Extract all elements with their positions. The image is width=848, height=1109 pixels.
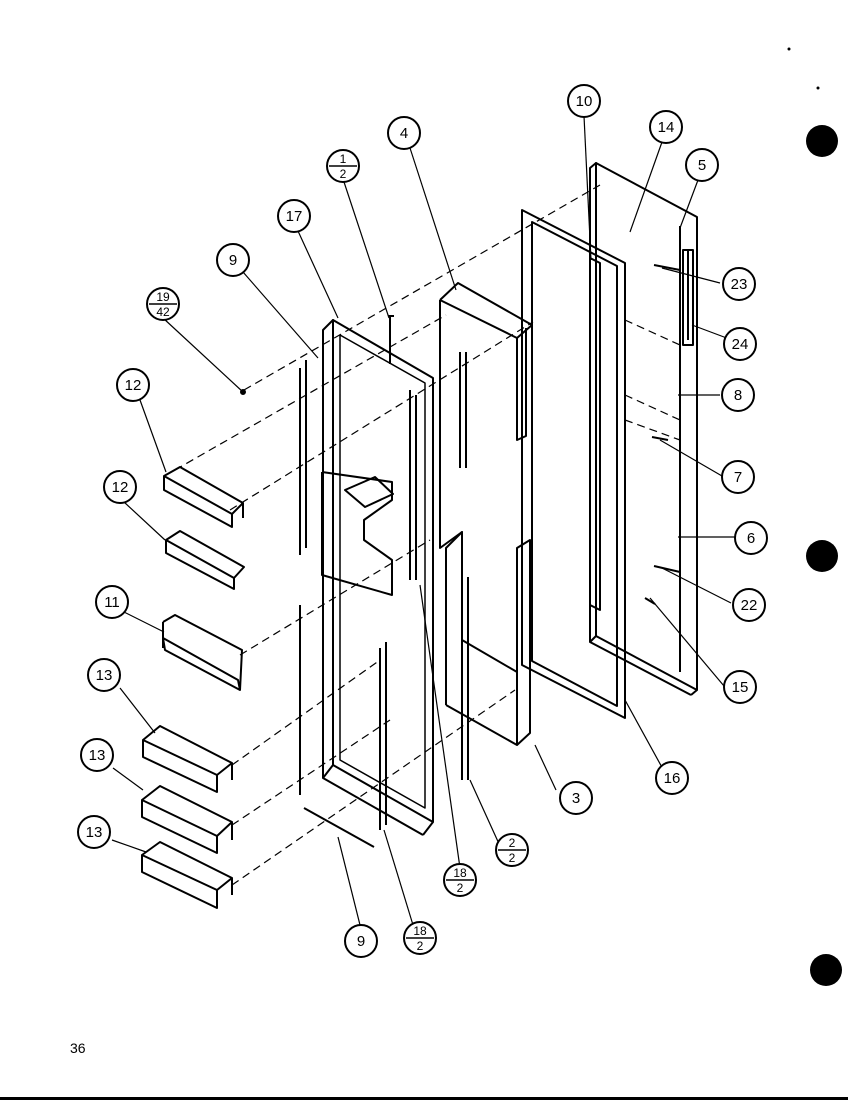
svg-text:15: 15 bbox=[732, 679, 749, 696]
callout-13-b: 13 bbox=[80, 738, 114, 772]
svg-text:5: 5 bbox=[698, 157, 706, 174]
svg-text:12: 12 bbox=[125, 377, 142, 394]
door-shelf-12a bbox=[163, 466, 244, 528]
svg-text:18: 18 bbox=[413, 924, 427, 938]
svg-text:10: 10 bbox=[576, 93, 593, 110]
callout-22: 22 bbox=[732, 588, 766, 622]
callout-6: 6 bbox=[734, 521, 768, 555]
callout-11: 11 bbox=[95, 585, 129, 619]
hardware bbox=[240, 264, 681, 605]
callout-12-lower: 12 bbox=[103, 470, 137, 504]
svg-text:24: 24 bbox=[732, 336, 749, 353]
svg-text:42: 42 bbox=[156, 305, 170, 319]
svg-text:23: 23 bbox=[731, 276, 748, 293]
svg-text:17: 17 bbox=[286, 208, 303, 225]
callout-9-bottom: 9 bbox=[344, 924, 378, 958]
binder-hole-top bbox=[806, 125, 838, 157]
binder-hole-bottom bbox=[810, 954, 842, 986]
svg-text:18: 18 bbox=[453, 866, 467, 880]
callout-19-over-42: 19 42 bbox=[146, 287, 180, 321]
callout-9-top: 9 bbox=[216, 243, 250, 277]
callout-15: 15 bbox=[723, 670, 757, 704]
door-gasket-frame bbox=[521, 209, 626, 719]
callout-23: 23 bbox=[722, 267, 756, 301]
callout-1-over-2: 1 2 bbox=[326, 149, 360, 183]
callout-5: 5 bbox=[685, 148, 719, 182]
svg-text:2: 2 bbox=[417, 939, 424, 953]
svg-text:4: 4 bbox=[400, 125, 408, 142]
svg-text:3: 3 bbox=[572, 790, 580, 807]
callout-16: 16 bbox=[655, 761, 689, 795]
svg-text:19: 19 bbox=[156, 290, 170, 304]
svg-text:7: 7 bbox=[734, 469, 742, 486]
callout-8: 8 bbox=[721, 378, 755, 412]
outer-door-panel bbox=[589, 162, 698, 696]
callout-3: 3 bbox=[559, 781, 593, 815]
callout-14: 14 bbox=[649, 110, 683, 144]
speck bbox=[787, 47, 791, 51]
parts-drawing bbox=[111, 115, 741, 926]
callout-24: 24 bbox=[723, 327, 757, 361]
svg-text:2: 2 bbox=[340, 167, 347, 181]
svg-text:6: 6 bbox=[747, 530, 755, 547]
svg-text:13: 13 bbox=[96, 667, 113, 684]
door-bin-13a bbox=[142, 725, 233, 793]
callout-7: 7 bbox=[721, 460, 755, 494]
svg-text:13: 13 bbox=[86, 824, 103, 841]
svg-text:9: 9 bbox=[357, 933, 365, 950]
svg-text:22: 22 bbox=[741, 597, 758, 614]
svg-text:13: 13 bbox=[89, 747, 106, 764]
inner-door-liner bbox=[299, 315, 434, 848]
callout-13-a: 13 bbox=[87, 658, 121, 692]
svg-text:16: 16 bbox=[664, 770, 681, 787]
svg-text:12: 12 bbox=[112, 479, 129, 496]
svg-text:2: 2 bbox=[457, 881, 464, 895]
svg-text:1: 1 bbox=[340, 152, 347, 166]
door-shelf-12b bbox=[165, 530, 245, 590]
door-bin-13b bbox=[141, 785, 233, 854]
svg-text:8: 8 bbox=[734, 387, 742, 404]
binder-hole-middle bbox=[806, 540, 838, 572]
callout-4: 4 bbox=[387, 116, 421, 150]
callout-18-over-2-b: 18 2 bbox=[403, 921, 437, 955]
bottom-border bbox=[0, 1097, 848, 1100]
vertical-breaker-strip bbox=[589, 257, 601, 611]
svg-text:11: 11 bbox=[104, 594, 120, 611]
callout-12-upper: 12 bbox=[116, 368, 150, 402]
callout-2-over-2: 2 2 bbox=[495, 833, 529, 867]
leader-lines bbox=[111, 115, 741, 926]
speck bbox=[816, 86, 820, 90]
callout-10: 10 bbox=[567, 84, 601, 118]
callout-18-over-2-a: 18 2 bbox=[443, 863, 477, 897]
liner-frame bbox=[439, 282, 533, 780]
svg-text:14: 14 bbox=[658, 119, 675, 136]
svg-text:2: 2 bbox=[509, 851, 516, 865]
svg-text:9: 9 bbox=[229, 252, 237, 269]
assembly-lines bbox=[174, 184, 681, 886]
callout-17: 17 bbox=[277, 199, 311, 233]
door-bin-11 bbox=[162, 614, 243, 691]
callout-13-c: 13 bbox=[77, 815, 111, 849]
door-bin-13c bbox=[141, 841, 233, 909]
svg-text:2: 2 bbox=[509, 836, 516, 850]
page-number: 36 bbox=[70, 1040, 86, 1056]
